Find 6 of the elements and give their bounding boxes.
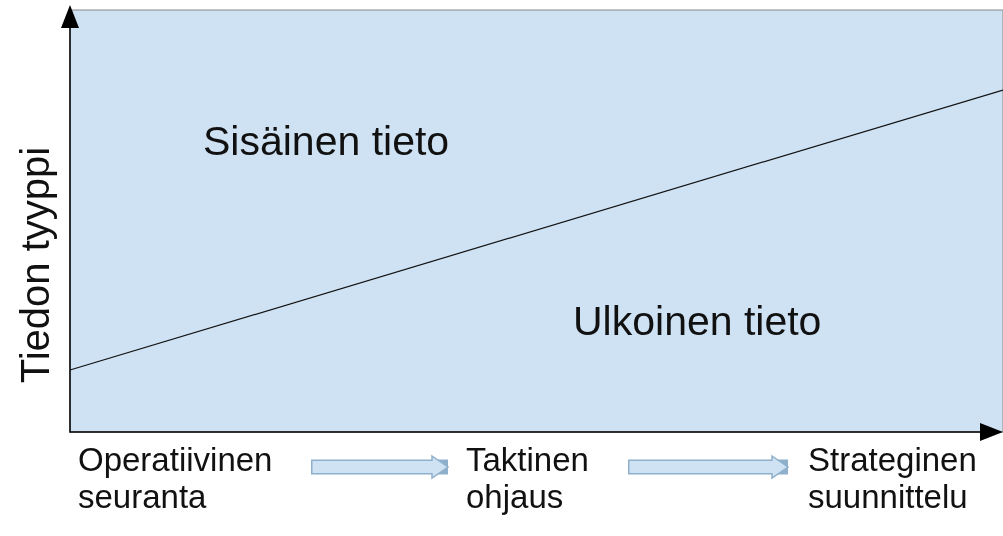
region-label: Ulkoinen tieto bbox=[573, 298, 822, 345]
region-label: Sisäinen tieto bbox=[203, 118, 450, 165]
stage-label: Strateginen suunnittelu bbox=[808, 441, 978, 515]
axis-title: Tiedon tyyppi bbox=[12, 146, 58, 384]
stage-label: Taktinen ohjaus bbox=[466, 441, 590, 515]
stage-label: Operatiivinen seuranta bbox=[78, 441, 274, 515]
